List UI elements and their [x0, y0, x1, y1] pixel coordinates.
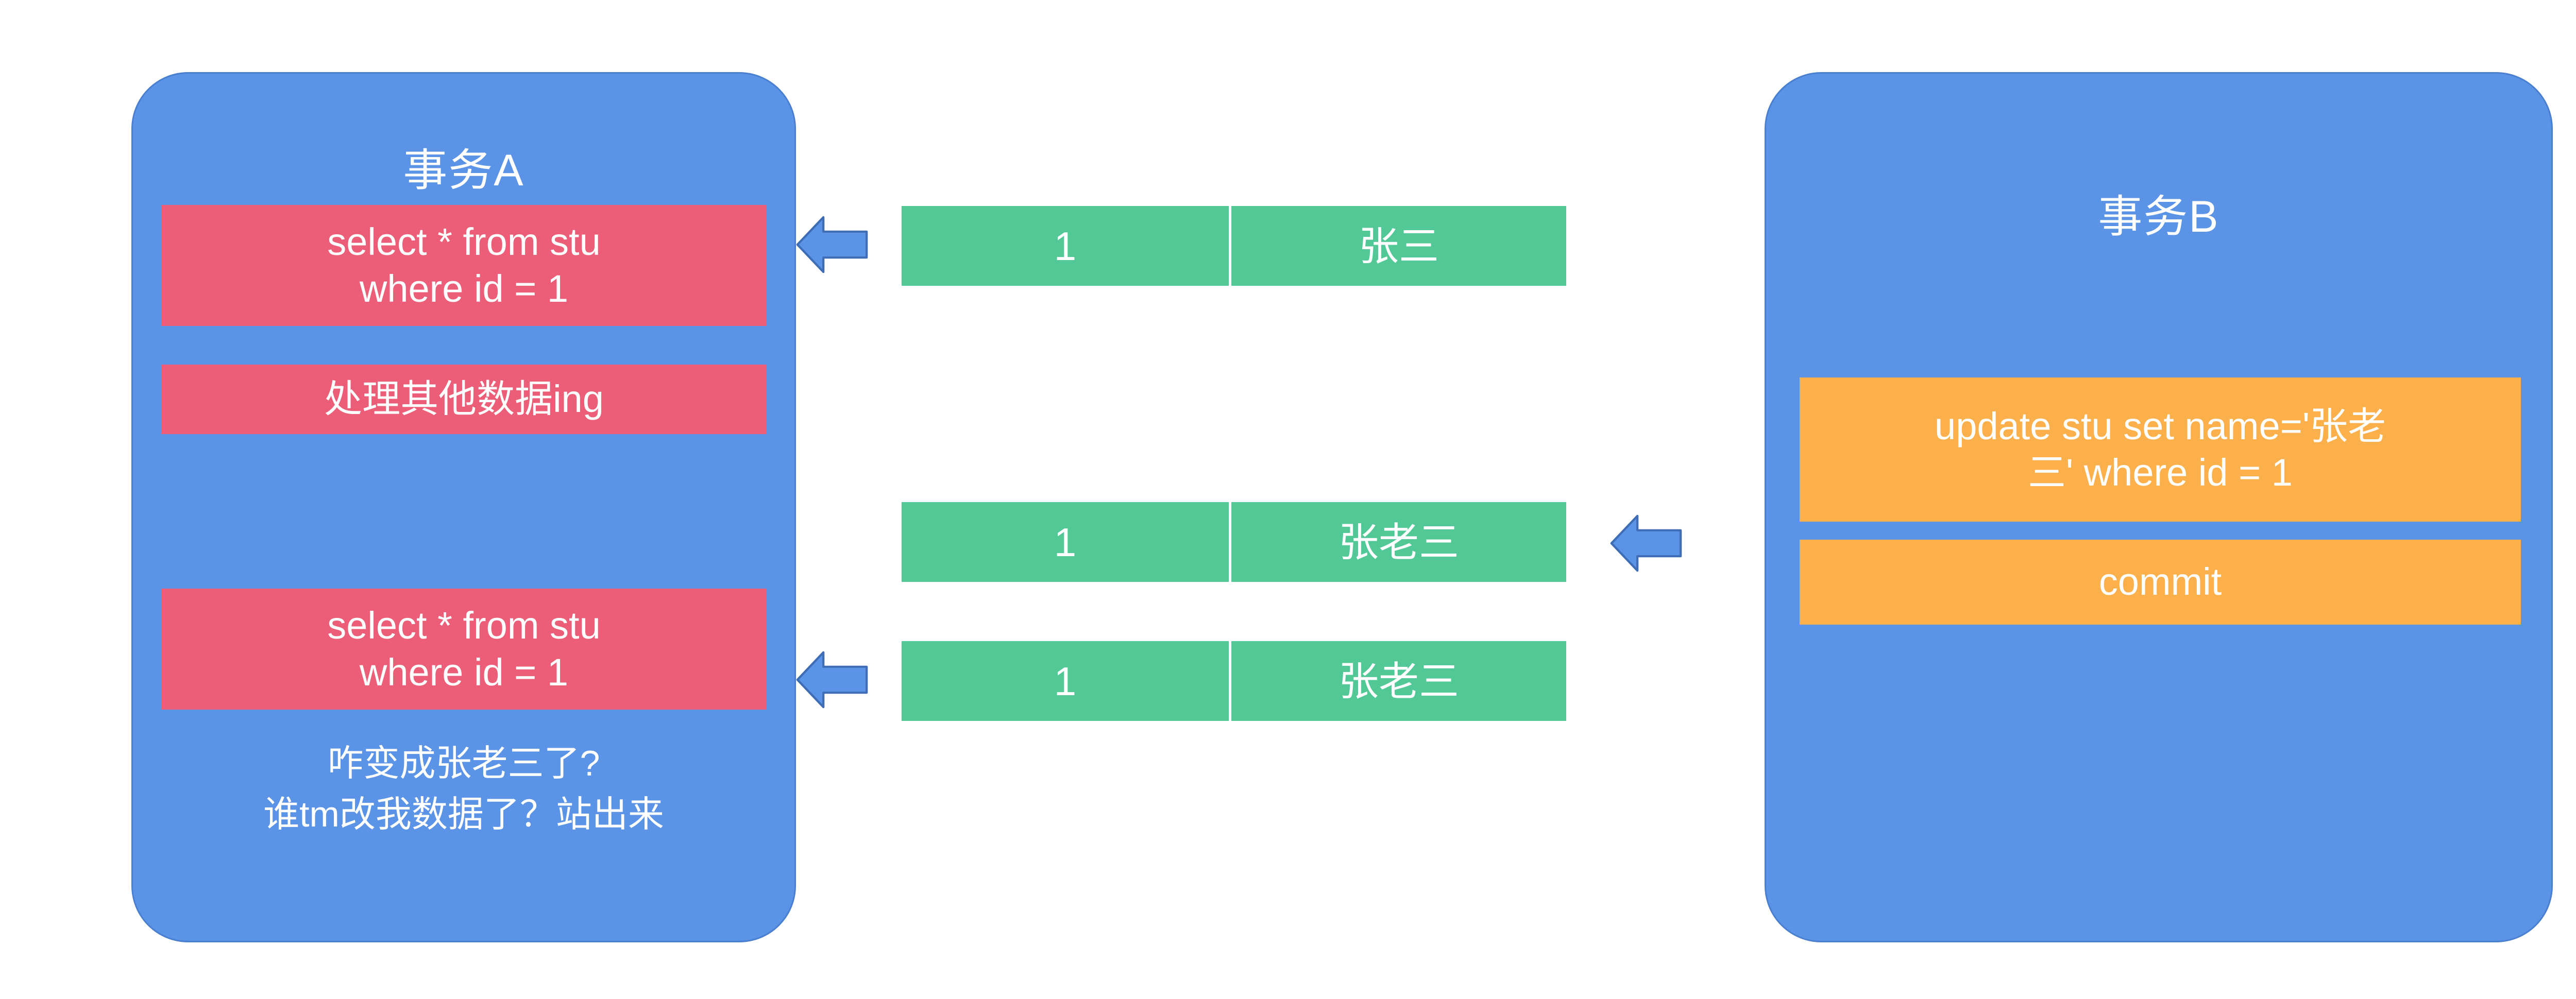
transaction-a-statement-processing: 处理其他数据ing [161, 365, 767, 434]
result-cell-id: 1 [902, 641, 1231, 721]
statement-line: select * from stu [327, 220, 601, 264]
result-cell-id: 1 [902, 502, 1231, 582]
transaction-a-container: 事务A select * from stu where id = 1 处理其他数… [131, 72, 796, 942]
result-cell-id: 1 [902, 206, 1231, 286]
result-row: 1 张三 [902, 206, 1566, 286]
arrow-left-icon [796, 216, 868, 273]
arrow-left-icon [796, 651, 868, 709]
result-cell-name: 张老三 [1231, 502, 1566, 582]
statement-line: commit [2098, 560, 2222, 604]
statement-line: update stu set name='张老 [1935, 404, 2386, 447]
result-row: 1 张老三 [902, 641, 1566, 721]
statement-line: select * from stu [327, 604, 601, 647]
note-line-1: 咋变成张老三了? [327, 743, 600, 783]
transaction-a-note: 咋变成张老三了? 谁tm改我数据了？站出来 [133, 738, 794, 840]
transaction-b-title: 事务B [2098, 192, 2219, 242]
transaction-a-title: 事务A [403, 146, 524, 195]
transaction-a-statement-select-2: select * from stu where id = 1 [161, 589, 767, 710]
arrow-left-icon [1610, 514, 1682, 572]
transaction-b-statement-commit: commit [1800, 540, 2521, 625]
statement-line: where id = 1 [359, 650, 569, 694]
result-cell-name: 张三 [1231, 206, 1566, 286]
statement-line: 处理其他数据ing [324, 377, 604, 421]
statement-line: where id = 1 [359, 267, 569, 310]
result-cell-name: 张老三 [1231, 641, 1566, 721]
transaction-a-statement-select-1: select * from stu where id = 1 [161, 205, 767, 326]
result-row: 1 张老三 [902, 502, 1566, 582]
statement-line: 三' where id = 1 [2028, 451, 2293, 494]
transaction-b-statement-update: update stu set name='张老 三' where id = 1 [1800, 377, 2521, 522]
note-line-2: 谁tm改我数据了？站出来 [263, 794, 664, 835]
transaction-b-container: 事务B update stu set name='张老 三' where id … [1765, 72, 2553, 942]
